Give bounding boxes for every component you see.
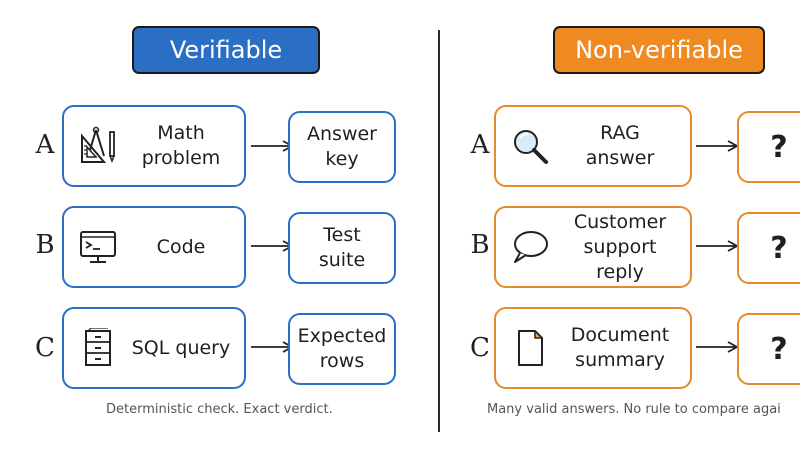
row-letter-c-right: C <box>470 333 490 363</box>
source-label: Customer support reply <box>573 210 667 283</box>
row-letter-c-left: C <box>35 333 55 363</box>
non-verifiable-header: Non-verifiable <box>553 26 765 74</box>
source-label: Code <box>156 235 206 258</box>
row-letter-a-left: A <box>35 130 55 160</box>
target-box-unknown: ? <box>737 111 800 183</box>
speech-bubble-icon <box>510 227 550 267</box>
magnifying-glass-icon <box>510 126 550 166</box>
source-label: Document summary <box>570 324 670 371</box>
row-letter-b-left: B <box>35 230 55 260</box>
source-box-math-problem: Math problem <box>62 105 246 187</box>
target-box-test-suite: Test suite <box>288 212 396 284</box>
arrow-icon <box>695 340 739 354</box>
center-divider <box>438 30 440 432</box>
source-label: RAG answer <box>585 122 655 169</box>
source-box-rag-answer: RAG answer <box>494 105 692 187</box>
arrow-icon <box>695 239 739 253</box>
target-box-answer-key: Answer key <box>288 111 396 183</box>
file-cabinet-icon <box>78 328 118 368</box>
document-icon <box>510 328 550 368</box>
computer-terminal-icon <box>78 227 118 267</box>
source-box-customer-support-reply: Customer support reply <box>494 206 692 288</box>
source-box-document-summary: Document summary <box>494 307 692 389</box>
target-box-expected-rows: Expected rows <box>288 313 396 385</box>
non-verifiable-caption: Many valid answers. No rule to compare a… <box>487 402 781 417</box>
question-mark: ? <box>770 331 788 367</box>
ruler-compass-icon <box>78 126 118 166</box>
arrow-icon <box>695 139 739 153</box>
row-letter-a-right: A <box>470 130 490 160</box>
row-letter-b-right: B <box>470 230 490 260</box>
verifiable-caption: Deterministic check. Exact verdict. <box>106 402 333 417</box>
target-label: Expected rows <box>297 325 387 372</box>
target-label: Answer key <box>307 123 377 170</box>
question-mark: ? <box>770 230 788 266</box>
source-box-code: Code <box>62 206 246 288</box>
non-verifiable-title: Non-verifiable <box>575 36 743 64</box>
verifiable-title: Verifiable <box>169 36 283 64</box>
target-box-unknown: ? <box>737 212 800 284</box>
target-label: Test suite <box>318 224 366 271</box>
source-box-sql-query: SQL query <box>62 307 246 389</box>
verifiable-header: Verifiable <box>132 26 320 74</box>
source-label: Math problem <box>141 122 221 169</box>
question-mark: ? <box>770 129 788 165</box>
source-label: SQL query <box>131 336 231 359</box>
target-box-unknown: ? <box>737 313 800 385</box>
